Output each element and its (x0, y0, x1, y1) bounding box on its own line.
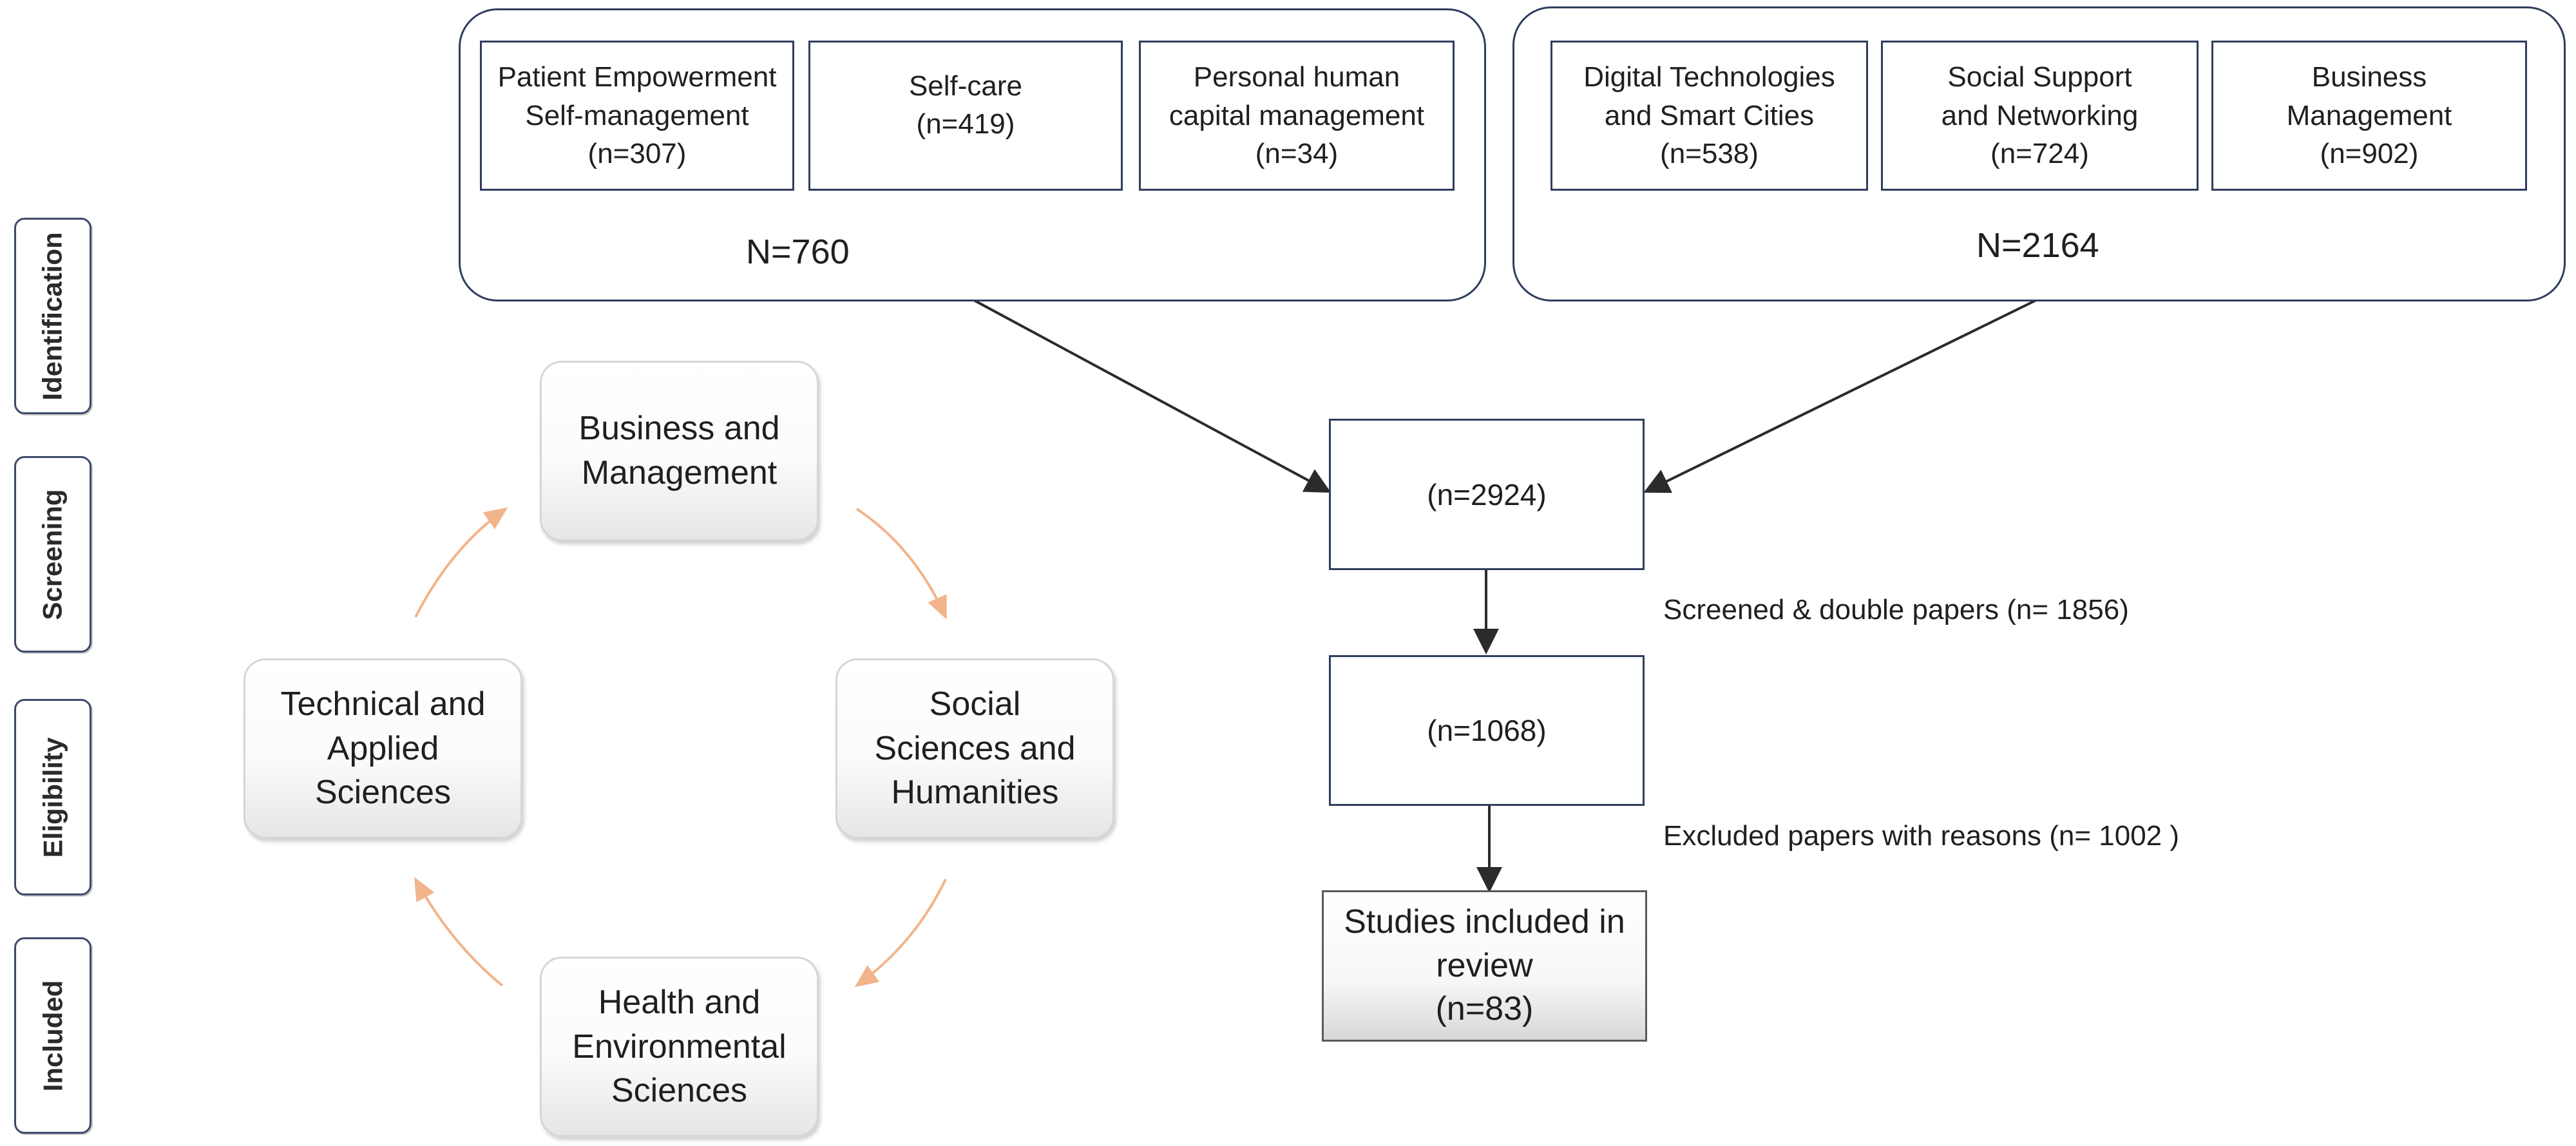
cycle-node-technical-applied: Technical and Applied Sciences (243, 658, 522, 839)
category-digital-technologies: Digital Technologies and Smart Cities (n… (1550, 41, 1868, 191)
cycle-arrow-right-bottom (854, 879, 947, 988)
stage-included: Included (14, 937, 91, 1134)
category-business-management: Business Management (n=902) (2211, 41, 2527, 191)
arrow-left-group-to-combined (972, 298, 1331, 493)
cycle-arrow-bottom-left (414, 877, 504, 987)
cycle-arrow-top-right (855, 508, 947, 620)
cycle-node-business-management: Business and Management (540, 361, 819, 541)
excluded-note: Excluded papers with reasons (n= 1002 ) (1663, 820, 2180, 852)
screened-note: Screened & double papers (n= 1856) (1663, 594, 2129, 626)
category-social-support: Social Support and Networking (n=724) (1881, 41, 2199, 191)
cycle-arrow-left-top (414, 507, 508, 618)
stage-eligibility: Eligibility (14, 699, 91, 895)
included-studies-box: Studies included in review (n=83) (1322, 890, 1647, 1042)
cycle-node-social-sciences: Social Sciences and Humanities (835, 658, 1114, 839)
stage-identification: Identification (14, 218, 91, 414)
combined-records-box: (n=2924) (1329, 419, 1645, 570)
group-right-total: N=2164 (1976, 226, 2099, 265)
cycle-node-health-environmental: Health and Environmental Sciences (540, 957, 819, 1137)
arrow-right-group-to-combined (1643, 298, 2038, 493)
category-self-care: Self-care (n=419) (808, 41, 1123, 191)
category-personal-human-capital: Personal human capital management (n=34) (1139, 41, 1455, 191)
eligible-records-box: (n=1068) (1329, 655, 1645, 806)
category-patient-empowerment: Patient Empowerment Self-management (n=3… (480, 41, 794, 191)
stage-screening: Screening (14, 456, 91, 653)
group-left-total: N=760 (746, 233, 850, 271)
